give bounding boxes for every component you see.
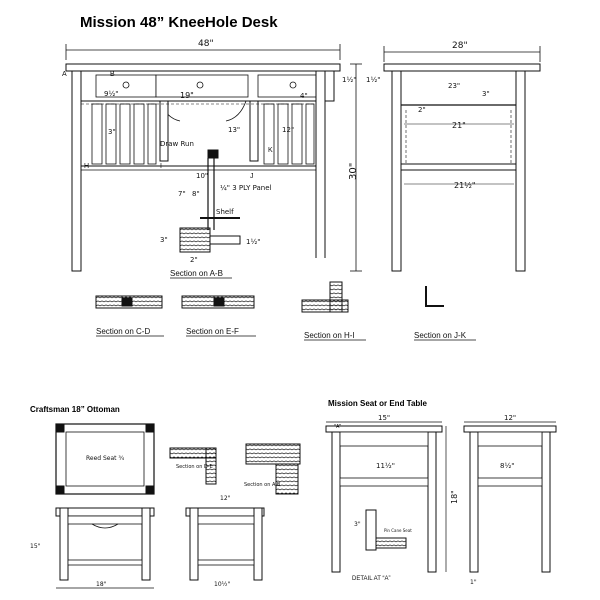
section-ef-label: Section on E-F bbox=[186, 327, 239, 336]
table-15-dim: 15" bbox=[378, 414, 390, 422]
desk-23-dim: 23" bbox=[448, 82, 460, 90]
desk-knee-width-dim: 19" bbox=[180, 91, 194, 100]
desk-letter-j: J bbox=[250, 173, 254, 180]
table-front-elevation: 15" 11½" “A” 18" bbox=[325, 414, 459, 573]
desk-drawer-depth-dim: 4" bbox=[300, 92, 308, 100]
ottoman-plan-view: Reed Seat ¾ bbox=[55, 423, 155, 495]
ottoman-sec-ab-label: Section on A-B bbox=[244, 482, 281, 488]
desk-left-slats bbox=[91, 103, 157, 165]
desk-side-elevation: 28" 23" 21" 21½" 1½" 3" 2" bbox=[366, 41, 541, 272]
ottoman-10-dim: 10½" bbox=[214, 581, 230, 588]
desk-letter-a: A bbox=[62, 71, 67, 78]
table-detail-a: 3" Pin Cane Seat DETAIL AT “A” bbox=[352, 509, 412, 582]
desk-letter-h: H bbox=[84, 163, 89, 170]
desk-top-thick-dim: 1½" bbox=[342, 76, 356, 84]
desk-3c-dim: 3" bbox=[482, 90, 490, 98]
section-ef: Section on E-F bbox=[181, 295, 256, 337]
ottoman-15-dim: 15" bbox=[30, 543, 41, 550]
desk-2-dim: 2" bbox=[190, 256, 198, 264]
section-jk: Section on J-K bbox=[414, 286, 476, 341]
desk-13-dim: 13" bbox=[228, 126, 240, 134]
section-jk-label: Section on J-K bbox=[414, 331, 467, 340]
section-hi: Section on H-I bbox=[301, 281, 366, 341]
desk-width-dim: 48" bbox=[198, 39, 214, 49]
table-detail-a-label: DETAIL AT “A” bbox=[352, 576, 390, 582]
desk-3-dim: 3" bbox=[108, 128, 116, 136]
ottoman-section-details: Section on D-E Section on A-B bbox=[169, 443, 301, 495]
ottoman-sec-de-label: Section on D-E bbox=[176, 464, 213, 470]
desk-12-dim: 12" bbox=[282, 126, 294, 134]
desk-3b-dim: 3" bbox=[160, 236, 168, 244]
desk-letter-i: I bbox=[160, 163, 162, 170]
ottoman-side-elevation: 10½" 12" bbox=[185, 495, 265, 588]
desk-title: Mission 48” KneeHole Desk bbox=[80, 14, 278, 31]
ottoman-12-dim: 12" bbox=[220, 495, 231, 502]
table-12-dim: 12" bbox=[504, 414, 516, 422]
table-pin-cane-label: Pin Cane Seat bbox=[384, 528, 412, 533]
table-11-dim: 11½" bbox=[376, 462, 395, 470]
draw-run-label: Draw Run bbox=[160, 140, 194, 148]
section-hi-label: Section on H-I bbox=[304, 331, 355, 340]
table-a-label: “A” bbox=[334, 424, 342, 430]
table-1-dim: 1" bbox=[470, 579, 477, 586]
section-cd: Section on C-D bbox=[95, 295, 164, 337]
desk-1c-dim: 1½" bbox=[246, 238, 260, 246]
desk-10-dim: 10" bbox=[196, 172, 208, 180]
table-3-dim: 3" bbox=[354, 521, 361, 528]
section-cd-label: Section on C-D bbox=[96, 327, 150, 336]
desk-drawer-width-dim: 9½" bbox=[104, 90, 118, 98]
ottoman-reed-seat-label: Reed Seat ¾ bbox=[86, 455, 124, 462]
ottoman-title: Craftsman 18” Ottoman bbox=[30, 405, 120, 414]
desk-height-dim: 30" bbox=[348, 163, 359, 180]
shelf-label: Shelf bbox=[216, 208, 234, 216]
desk-depth-dim: 28" bbox=[452, 41, 468, 51]
desk-letter-b: B bbox=[110, 71, 115, 78]
table-8-dim: 8½" bbox=[500, 462, 514, 470]
desk-8-dim: 8" bbox=[192, 190, 200, 198]
desk-front-elevation: 48" bbox=[62, 39, 362, 272]
desk-2b-dim: 2" bbox=[418, 106, 426, 114]
desk-21-dim: 21" bbox=[452, 121, 466, 130]
table-side-elevation: 12" 8½" 1" bbox=[463, 414, 557, 586]
section-ab-label: Section on A-B bbox=[170, 269, 223, 278]
ottoman-front-elevation: 18" 15" bbox=[30, 507, 155, 589]
table-title: Mission Seat or End Table bbox=[328, 399, 428, 408]
desk-21b-dim: 21½" bbox=[454, 181, 476, 190]
ottoman-18-dim: 18" bbox=[96, 581, 107, 588]
desk-letter-k: K bbox=[268, 147, 273, 154]
desk-7-dim: 7" bbox=[178, 190, 186, 198]
desk-section-ab-detail: Draw Run ¼" 3 PLY Panel Shelf 7" 8" 10" … bbox=[94, 140, 344, 288]
desk-1b-dim: 1½" bbox=[366, 76, 380, 84]
table-18-dim: 18" bbox=[450, 490, 459, 504]
ply-panel-label: ¼" 3 PLY Panel bbox=[220, 184, 272, 192]
desk-right-slats bbox=[263, 103, 315, 165]
